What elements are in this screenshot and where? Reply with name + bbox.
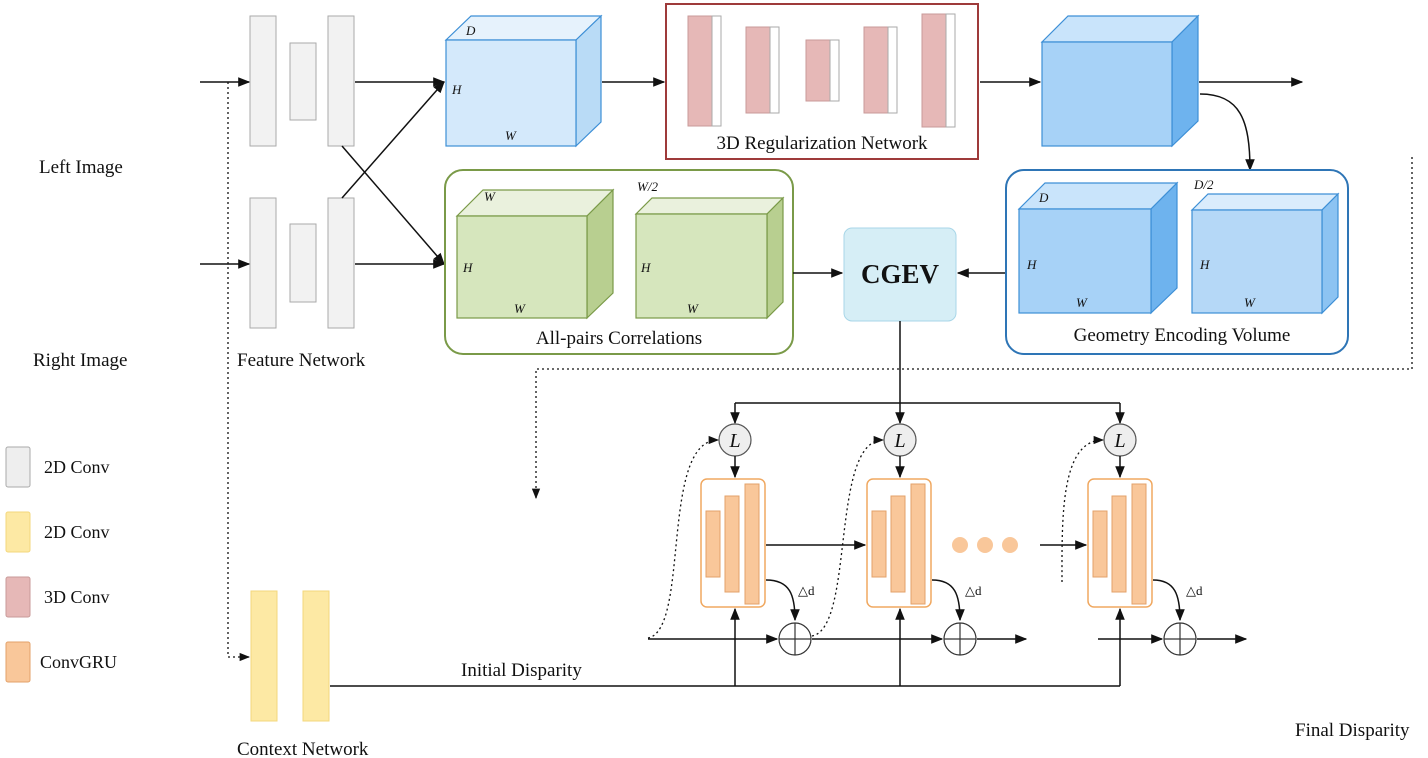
cost-volume-d-label: D (465, 23, 476, 38)
delta-d-label-3: △d (1186, 583, 1203, 598)
delta-d-label-2: △d (965, 583, 982, 598)
cgev-label: CGEV (861, 259, 940, 289)
geo-full-w-label: W (1076, 295, 1088, 310)
feature-network (249, 15, 355, 329)
regularization-label: 3D Regularization Network (716, 133, 928, 154)
geometry-label: Geometry Encoding Volume (1074, 325, 1291, 346)
lookup-label-2: L (893, 430, 905, 452)
correlation-cube-half (634, 196, 785, 320)
legend (5, 446, 31, 683)
cost-volume-w-label: W (505, 128, 517, 143)
corr-half-w-label: W (687, 301, 699, 316)
gru-stage-2 (811, 423, 977, 656)
legend-label-2d-conv-gray: 2D Conv (44, 457, 110, 477)
regularization-layers (687, 13, 956, 128)
left-image-label: Left Image (39, 157, 123, 178)
lookup-label-3: L (1113, 430, 1125, 452)
correlations-label: All-pairs Correlations (536, 328, 702, 349)
gru-stage-3 (1061, 423, 1197, 656)
geo-half-d-label: D/2 (1193, 177, 1214, 192)
legend-label-convgru: ConvGRU (40, 652, 117, 672)
lookup-label-1: L (728, 430, 740, 452)
cost-volume-cube (444, 14, 603, 148)
corr-full-w-top-label: W (484, 189, 496, 204)
corr-full-h-label: H (462, 260, 473, 275)
legend-label-2d-conv-yellow: 2D Conv (44, 522, 110, 542)
gru-stage-1 (647, 423, 812, 656)
legend-label-3d-conv: 3D Conv (44, 587, 110, 607)
correlation-cube-full (455, 188, 615, 320)
corr-half-w-top-label: W/2 (637, 179, 658, 194)
legend-swatch-convgru (5, 641, 31, 683)
geo-full-h-label: H (1026, 257, 1037, 272)
geometry-cube-full (1017, 181, 1179, 315)
feature-network-label: Feature Network (237, 350, 366, 371)
cost-volume-h-label: H (451, 82, 462, 97)
corr-half-h-label: H (640, 260, 651, 275)
final-disparity-label: Final Disparity (1295, 720, 1410, 741)
context-network-label: Context Network (237, 739, 369, 758)
context-network (250, 590, 330, 722)
legend-swatch-2d-conv-yellow (5, 511, 31, 553)
delta-d-label-1: △d (798, 583, 815, 598)
legend-swatch-3d-conv (5, 576, 31, 618)
geo-half-h-label: H (1199, 257, 1210, 272)
right-image-label: Right Image (33, 350, 127, 371)
corr-full-w-label: W (514, 301, 526, 316)
geometry-cube-half (1190, 192, 1340, 315)
geo-full-d-label: D (1038, 190, 1049, 205)
regularized-volume-cube (1040, 14, 1200, 148)
legend-swatch-2d-conv-gray (5, 446, 31, 488)
geo-half-w-label: W (1244, 295, 1256, 310)
initial-disparity-label: Initial Disparity (461, 660, 582, 681)
ellipsis-dots (952, 537, 1018, 553)
